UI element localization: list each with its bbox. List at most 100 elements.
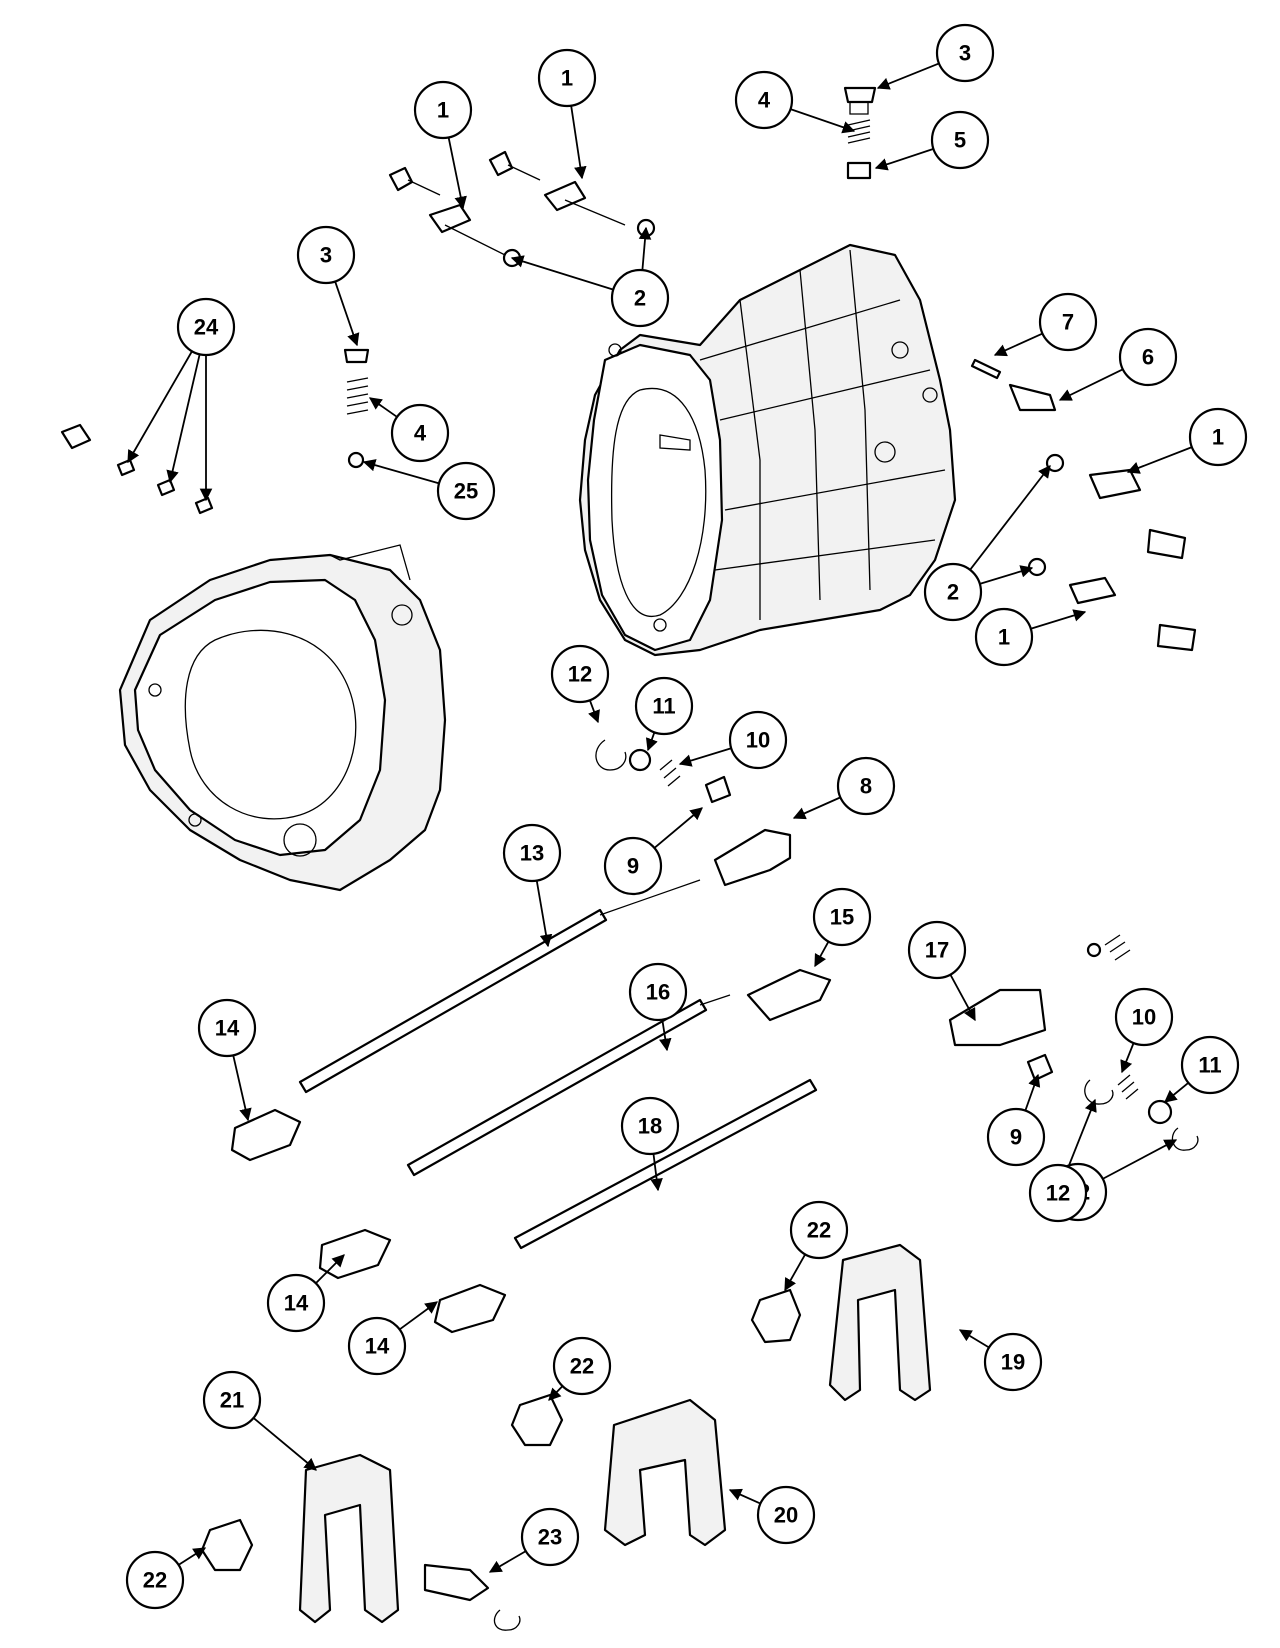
callout-number: 1 xyxy=(561,66,573,91)
callout-1: 1 xyxy=(537,48,597,180)
callout-14: 14 xyxy=(197,998,257,1122)
callout-number: 25 xyxy=(454,479,478,504)
callout-leader xyxy=(399,1301,439,1331)
callout-number: 3 xyxy=(320,243,332,268)
callout-number: 1 xyxy=(437,98,449,123)
callout-number: 11 xyxy=(1198,1053,1221,1078)
callout-11: 11 xyxy=(634,676,694,752)
callout-3: 3 xyxy=(296,225,360,347)
callout-9: 9 xyxy=(986,1073,1046,1167)
shift-rails xyxy=(298,879,818,1250)
callout-leader xyxy=(1126,446,1193,474)
callout-circle xyxy=(266,1273,326,1333)
callout-22: 22 xyxy=(125,1547,207,1610)
callout-4: 4 xyxy=(368,397,450,463)
callout-14: 14 xyxy=(266,1254,345,1333)
callout-circle xyxy=(1114,987,1174,1047)
callout-number: 21 xyxy=(220,1388,244,1413)
callout-leader xyxy=(792,796,841,820)
callout-circle xyxy=(436,461,496,521)
callout-14: 14 xyxy=(347,1301,439,1376)
callout-circle xyxy=(734,70,794,130)
callout-3: 3 xyxy=(876,23,995,90)
callout-16: 16 xyxy=(628,962,688,1052)
callout-leader xyxy=(1120,1042,1135,1074)
callout-7: 7 xyxy=(993,292,1098,357)
callout-circle xyxy=(1188,407,1248,467)
callout-circle xyxy=(836,756,896,816)
callout-8: 8 xyxy=(792,756,896,820)
callout-number: 5 xyxy=(954,128,966,153)
callout-leader xyxy=(638,226,652,271)
callout-18: 18 xyxy=(620,1096,680,1192)
rear-transmission-case xyxy=(578,243,957,657)
clutch-housing xyxy=(118,544,447,892)
callout-circle xyxy=(789,1200,849,1260)
callout-leader xyxy=(1030,609,1087,630)
callout-leader xyxy=(993,332,1043,357)
callout-leader xyxy=(1102,1139,1178,1180)
callout-circle xyxy=(935,23,995,83)
callout-17: 17 xyxy=(907,920,976,1022)
callout-leader xyxy=(368,397,398,418)
callout-circle xyxy=(628,962,688,1022)
callout-number: 9 xyxy=(627,854,639,879)
callout-number: 14 xyxy=(215,1016,240,1041)
callout-number: 20 xyxy=(774,1503,798,1528)
callout-circle xyxy=(413,80,473,140)
callout-circle xyxy=(296,225,356,285)
callout-6: 6 xyxy=(1058,327,1178,401)
callout-22: 22 xyxy=(784,1200,849,1292)
callout-circle xyxy=(125,1550,185,1610)
callout-leader xyxy=(1024,1073,1041,1111)
callout-number: 9 xyxy=(1010,1125,1022,1150)
callout-leader xyxy=(178,1547,207,1566)
callout-circle xyxy=(812,887,872,947)
callout-number: 24 xyxy=(194,315,219,340)
callout-leader xyxy=(588,699,600,724)
callout-circle xyxy=(974,607,1034,667)
callout-number: 1 xyxy=(998,625,1010,650)
callout-leader xyxy=(814,941,830,968)
callout-number: 14 xyxy=(365,1334,390,1359)
callout-leader xyxy=(570,105,587,180)
callout-leader xyxy=(653,807,703,849)
callout-4: 4 xyxy=(734,70,856,134)
callout-circle xyxy=(550,644,610,704)
callout-leader xyxy=(678,747,732,767)
callout-leader xyxy=(876,62,940,90)
callout-leader xyxy=(166,354,201,484)
callout-number: 10 xyxy=(746,728,770,753)
callout-leader xyxy=(447,137,467,210)
callout-number: 19 xyxy=(1001,1350,1025,1375)
callout-20: 20 xyxy=(728,1485,816,1545)
callout-circle xyxy=(756,1485,816,1545)
callout-circle xyxy=(502,823,562,883)
callout-circle xyxy=(983,1332,1043,1392)
callout-circle xyxy=(1118,327,1178,387)
callout-number: 4 xyxy=(414,421,427,446)
callout-leader xyxy=(252,1417,317,1471)
callout-leader xyxy=(1164,1082,1189,1103)
callout-12: 12 xyxy=(1028,1098,1097,1223)
callout-leader xyxy=(548,1385,564,1401)
callout-number: 16 xyxy=(646,980,670,1005)
callout-1: 1 xyxy=(1126,407,1248,474)
callout-leader xyxy=(488,1550,527,1573)
callout-leader xyxy=(874,148,934,171)
callout-number: 15 xyxy=(830,905,854,930)
callout-circle xyxy=(552,1336,612,1396)
callout-circle xyxy=(197,998,257,1058)
callout-number: 22 xyxy=(143,1568,167,1593)
callout-25: 25 xyxy=(362,459,496,521)
callout-11: 11 xyxy=(1164,1035,1240,1103)
callout-circle xyxy=(603,836,663,896)
callout-leader xyxy=(334,281,360,347)
callout-number: 2 xyxy=(634,286,646,311)
callout-circle xyxy=(1028,1163,1088,1223)
callout-leader xyxy=(958,1329,990,1349)
callout-circle xyxy=(1180,1035,1240,1095)
callout-number: 11 xyxy=(652,694,675,719)
callout-13: 13 xyxy=(502,823,562,948)
